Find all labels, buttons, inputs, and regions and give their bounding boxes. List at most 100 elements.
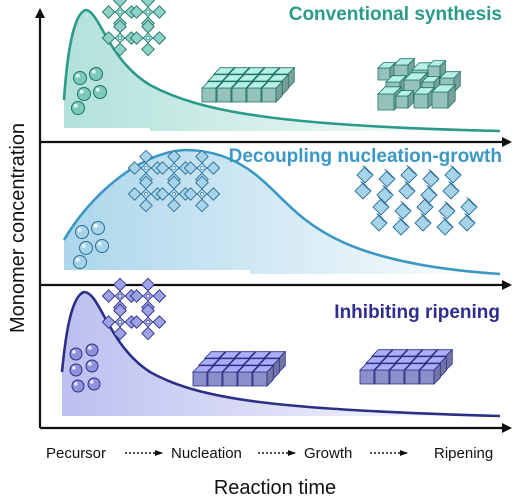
diamond-lobe xyxy=(206,161,221,175)
diamond-lobe xyxy=(141,0,155,8)
cube-face xyxy=(252,371,268,387)
diamond-center xyxy=(200,192,204,196)
concentration-curve xyxy=(60,290,501,418)
tilted-cube xyxy=(422,170,440,188)
sphere-highlight xyxy=(75,257,80,262)
diamond-lobe xyxy=(139,198,153,213)
sphere-highlight xyxy=(74,382,78,386)
tilted-cube-top xyxy=(428,169,440,180)
tilted-cube-top xyxy=(422,197,434,208)
sphere-highlight xyxy=(93,223,98,228)
diamond-lobe xyxy=(183,161,198,175)
cube-face xyxy=(201,87,217,103)
diamond-lobe xyxy=(129,5,144,19)
sphere-highlight xyxy=(97,241,102,246)
tilted-cube-top xyxy=(398,217,410,228)
sphere-highlight xyxy=(88,346,92,350)
diamond-lobe xyxy=(206,187,221,201)
cube-face xyxy=(237,371,253,387)
nuclei-diamonds xyxy=(101,0,167,57)
growth-cube-cluster xyxy=(201,66,296,103)
stage-growth: Growth xyxy=(304,445,352,462)
diamond-lobe xyxy=(141,277,155,292)
sphere xyxy=(85,359,99,373)
sphere-highlight xyxy=(79,89,84,94)
sphere xyxy=(77,87,91,101)
tilted-cube-top xyxy=(384,169,396,180)
diamond-lobe xyxy=(183,187,198,201)
sphere-highlight xyxy=(88,362,92,366)
concentration-curve xyxy=(62,148,501,276)
sphere-highlight xyxy=(73,103,78,108)
cube-side xyxy=(407,89,414,109)
tilted-cube-top xyxy=(404,181,416,192)
sphere-highlight xyxy=(75,73,80,78)
cube-face xyxy=(246,87,262,103)
tilted-cube-top xyxy=(426,185,438,196)
sphere xyxy=(79,241,93,255)
sphere-highlight xyxy=(90,380,94,384)
sphere-highlight xyxy=(77,227,82,232)
panel-decoupling: Decoupling nucleation-growth xyxy=(62,146,502,276)
tilted-cube-top xyxy=(466,197,478,208)
diamond-lobe xyxy=(141,42,155,57)
sphere xyxy=(87,377,101,391)
tilted-cube xyxy=(444,166,462,184)
cube-face xyxy=(207,371,223,387)
diamond-center xyxy=(146,294,150,298)
tilted-cube xyxy=(356,166,374,184)
diamond-lobe xyxy=(101,5,116,19)
cube-side xyxy=(447,83,456,109)
tilted-cube-top xyxy=(362,165,374,176)
tilted-cube-top xyxy=(360,181,372,192)
sphere xyxy=(71,101,85,115)
cube-face xyxy=(395,95,409,109)
assembled-cube-array xyxy=(354,165,478,236)
diamond-center xyxy=(118,320,122,324)
diamond-lobe xyxy=(113,326,127,341)
x-axis-label: Reaction time xyxy=(214,477,336,499)
cube-face xyxy=(261,87,277,103)
tilted-cube-top xyxy=(406,165,418,176)
tilted-cube xyxy=(392,218,410,236)
diamond-lobe xyxy=(152,5,167,19)
sphere xyxy=(71,379,85,393)
stage-precursor: Pecursor xyxy=(46,445,106,462)
diamond-lobe xyxy=(195,198,209,213)
tilted-cube xyxy=(370,214,388,232)
diamond-center xyxy=(146,10,150,14)
diamond-lobe xyxy=(155,161,170,175)
sphere-highlight xyxy=(81,243,86,248)
sphere xyxy=(91,221,105,235)
tilted-cube xyxy=(394,202,412,220)
sphere-highlight xyxy=(95,87,100,92)
diamond-center xyxy=(118,36,122,40)
cube-face xyxy=(389,369,405,385)
nuclei-diamonds xyxy=(127,149,221,213)
cube-face xyxy=(419,369,435,385)
diamond-center xyxy=(172,192,176,196)
diamond-lobe xyxy=(129,31,144,45)
diamond-center xyxy=(146,36,150,40)
cube-side xyxy=(433,362,441,385)
panel-inhibiting: Inhibiting ripening xyxy=(60,277,501,418)
cube-side xyxy=(266,364,274,387)
stage-nucleation: Nucleation xyxy=(171,445,242,462)
sphere xyxy=(75,225,89,239)
sphere xyxy=(69,363,83,377)
diamond-lobe xyxy=(155,187,170,201)
cube-face xyxy=(431,91,449,109)
sphere xyxy=(85,343,99,357)
diamond-center xyxy=(172,166,176,170)
sphere xyxy=(69,347,83,361)
diamond-lobe xyxy=(141,326,155,341)
cube-face xyxy=(359,369,375,385)
tilted-cube xyxy=(458,214,476,232)
tilted-cube xyxy=(378,170,396,188)
ripening-cube-cluster xyxy=(359,348,454,385)
tilted-cube-top xyxy=(378,197,390,208)
cube-face xyxy=(413,93,429,109)
y-axis-label: Monomer concentration xyxy=(7,123,29,333)
diamond-lobe xyxy=(127,161,142,175)
sphere xyxy=(89,67,103,81)
